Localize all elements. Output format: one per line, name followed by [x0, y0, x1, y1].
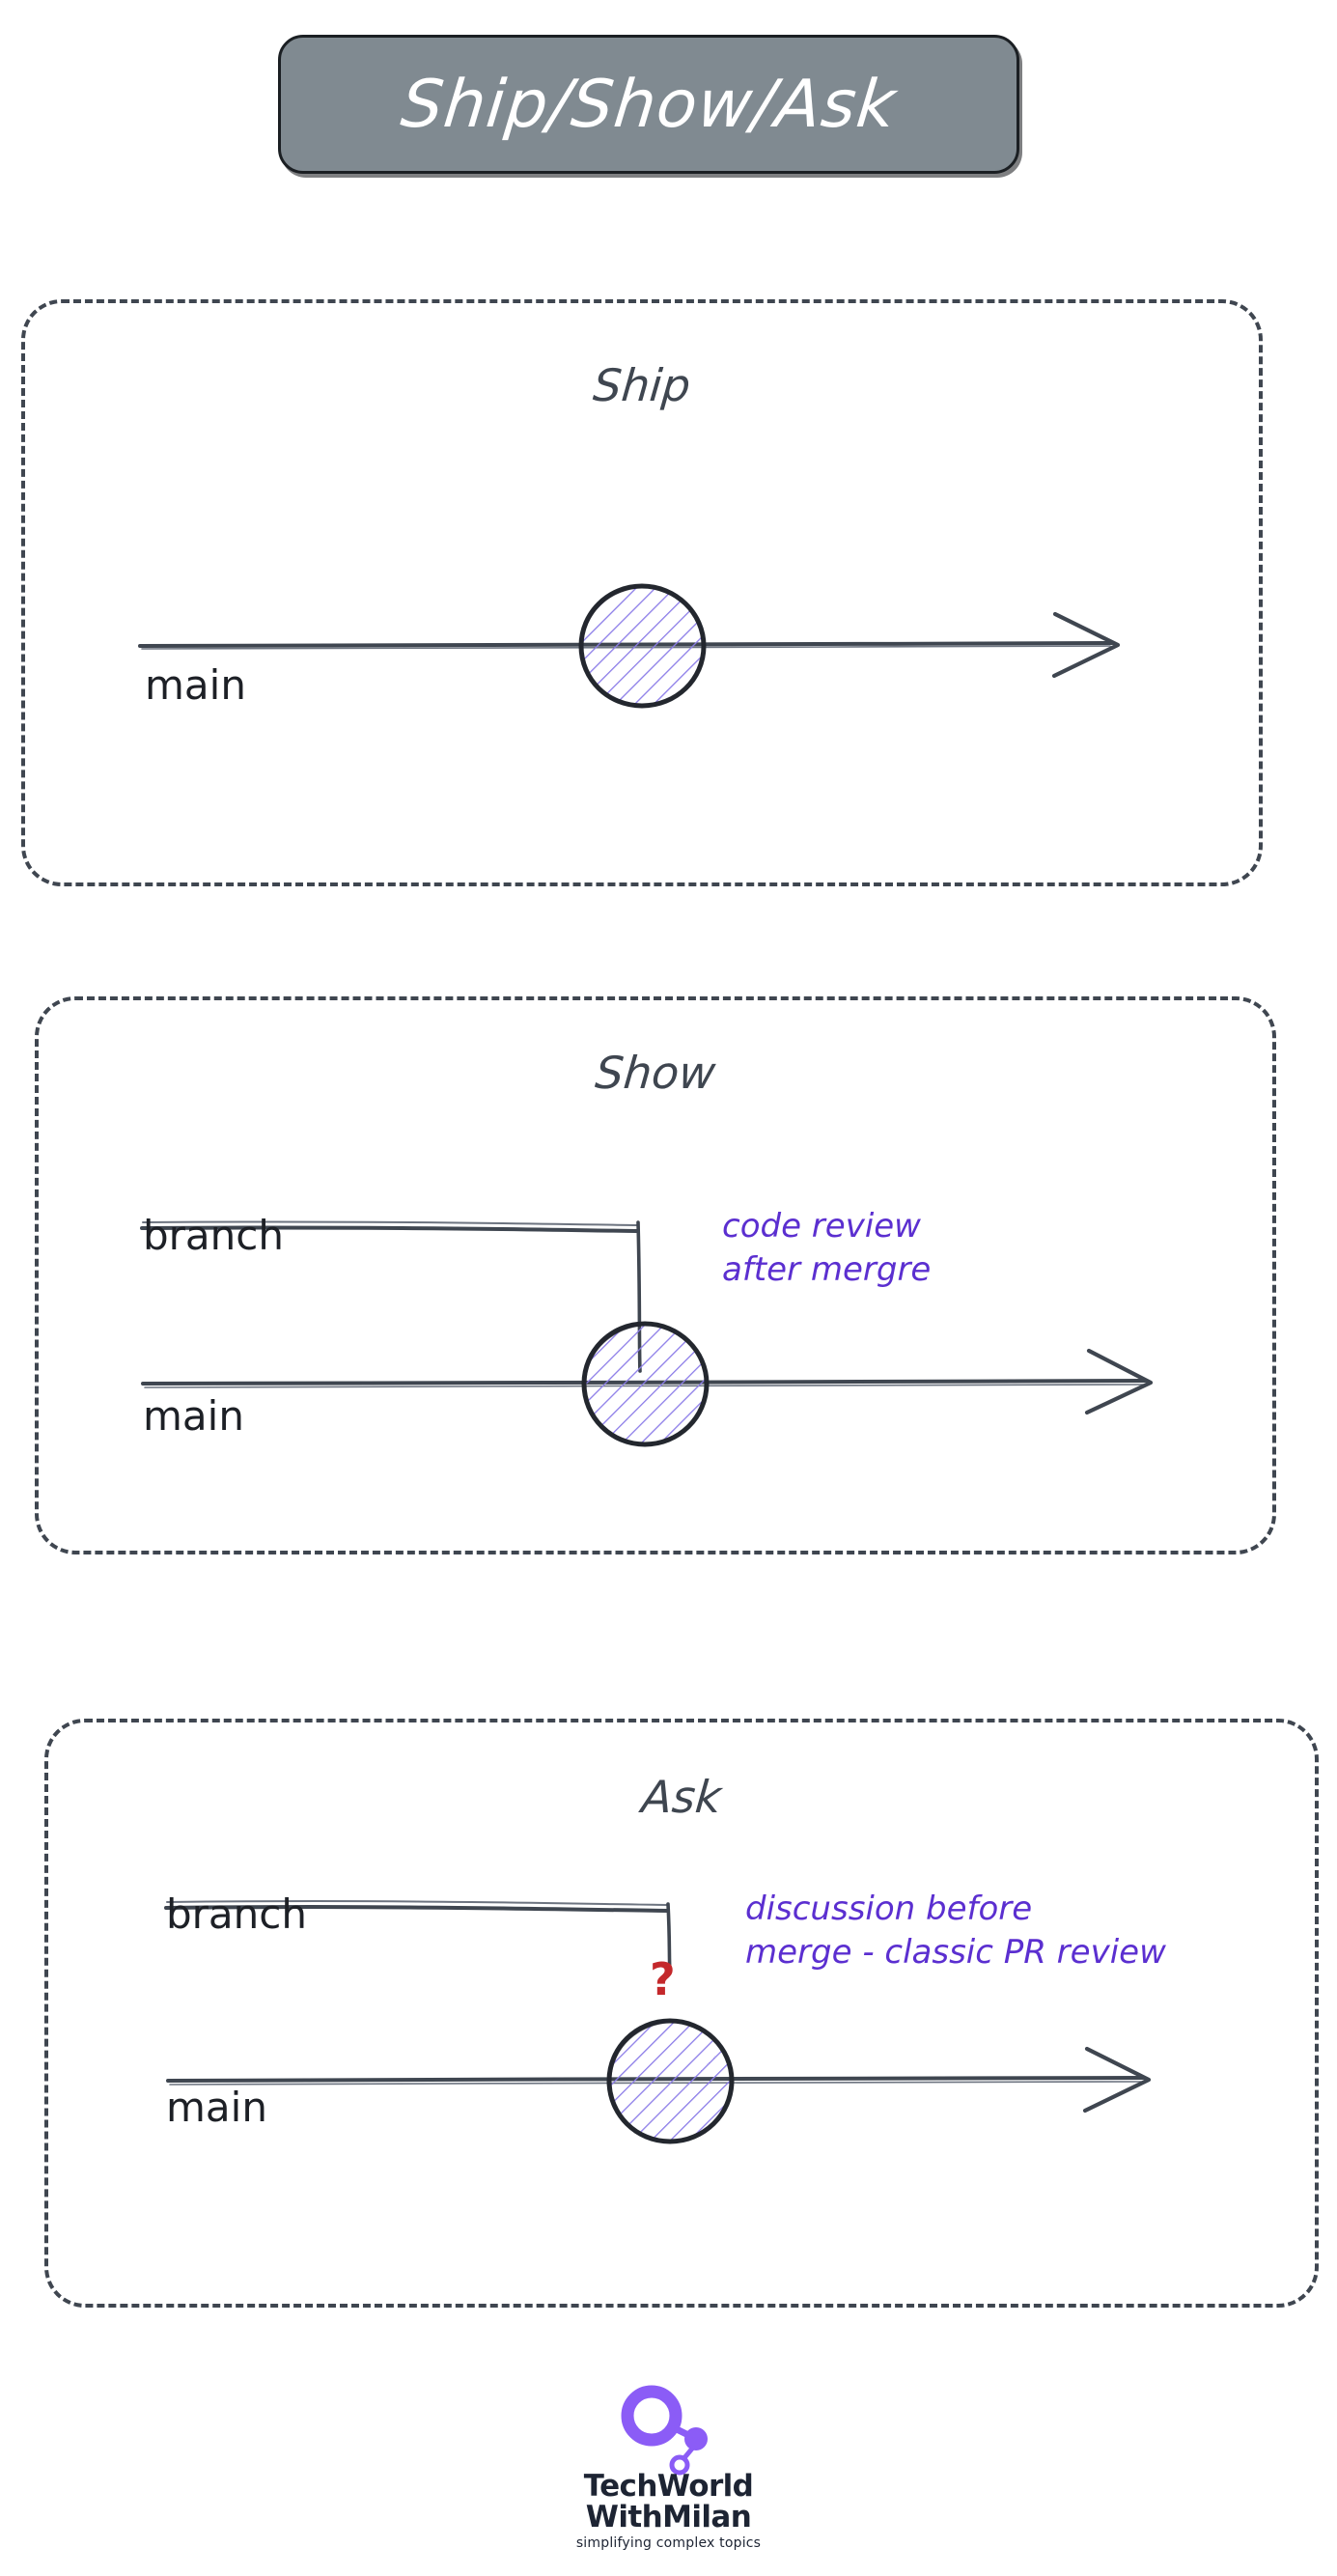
panel-show: Show [35, 996, 1276, 1554]
label-show-main: main [143, 1392, 244, 1440]
question-mark-icon: ? [650, 1953, 676, 2005]
techworld-node-icon [621, 2385, 708, 2476]
panel-ship: Ship [21, 299, 1263, 886]
logo-brand-line-2: WithMilan [585, 2499, 752, 2534]
label-ask-main: main [166, 2084, 267, 2131]
note-show: code review after mergre [722, 1207, 932, 1289]
footer-logo: TechWorld WithMilan simplifying complex … [0, 2385, 1337, 2551]
logo-wordmark: TechWorld WithMilan simplifying complex … [575, 2469, 762, 2552]
panel-ask: Ask [44, 1719, 1319, 2308]
panel-title-show: Show [593, 1047, 718, 1099]
panel-title-ask: Ask [639, 1771, 724, 1823]
logo-tagline: simplifying complex topics [575, 2535, 762, 2552]
label-ask-branch: branch [166, 1890, 307, 1938]
logo-brand-line-1: TechWorld [583, 2469, 754, 2504]
page-title: Ship/Show/Ask [397, 66, 901, 143]
note-ask: discussion before merge - classic PR rev… [745, 1890, 1166, 1972]
diagram-title-banner: Ship/Show/Ask [278, 35, 1019, 174]
panel-title-ship: Ship [591, 359, 693, 411]
label-show-branch: branch [143, 1212, 284, 1259]
label-ship-main: main [145, 661, 246, 709]
